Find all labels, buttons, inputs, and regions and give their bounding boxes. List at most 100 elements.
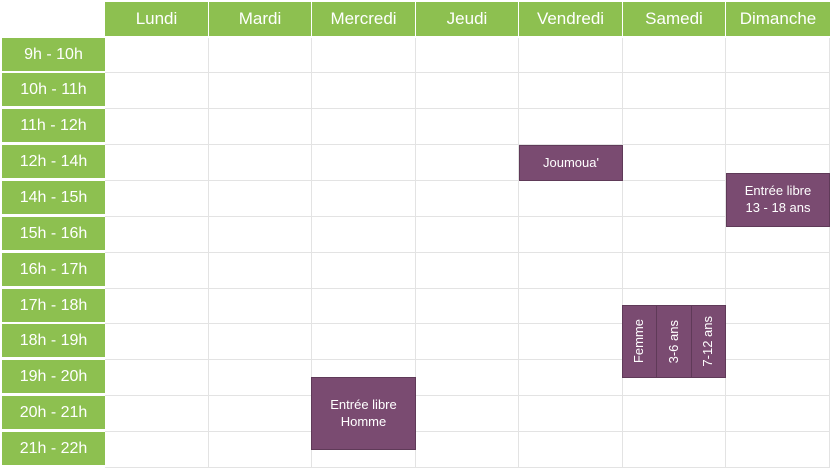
event-label: Entrée libre xyxy=(744,183,812,199)
event-sublabel: 13 - 18 ans xyxy=(745,200,811,215)
schedule-cell xyxy=(105,289,209,324)
day-header-dimanche: Dimanche xyxy=(726,2,830,36)
schedule-cell xyxy=(416,181,519,217)
schedule-cell xyxy=(312,181,416,217)
schedule-cell xyxy=(209,181,312,217)
schedule-cell xyxy=(312,217,416,253)
day-header-lundi: Lundi xyxy=(105,2,209,36)
schedule-cell xyxy=(209,324,312,360)
time-slot-label: 19h - 20h xyxy=(2,360,105,394)
schedule-cell xyxy=(416,73,519,109)
day-header-mercredi: Mercredi xyxy=(312,2,416,36)
schedule-cell xyxy=(416,38,519,73)
schedule-cell xyxy=(623,145,726,181)
schedule-cell xyxy=(726,109,830,145)
schedule-cell xyxy=(209,432,312,468)
schedule-cell xyxy=(519,73,623,109)
time-slot-label: 11h - 12h xyxy=(2,109,105,143)
day-header-samedi: Samedi xyxy=(623,2,726,36)
event-label: 7-12 ans xyxy=(700,316,716,367)
schedule-cell xyxy=(726,289,830,324)
schedule-cell xyxy=(209,109,312,145)
schedule-cell xyxy=(726,396,830,432)
event-femme[interactable]: Femme xyxy=(622,305,657,378)
schedule-cell xyxy=(416,289,519,324)
schedule-cell xyxy=(416,360,519,396)
time-slot-label: 17h - 18h xyxy=(2,289,105,323)
schedule-cell xyxy=(623,217,726,253)
time-slot-label: 10h - 11h xyxy=(2,73,105,107)
schedule-cell xyxy=(519,181,623,217)
schedule-cell xyxy=(209,253,312,289)
schedule-cell xyxy=(623,253,726,289)
schedule-cell xyxy=(416,432,519,468)
schedule-cell xyxy=(209,289,312,324)
schedule-cell xyxy=(312,324,416,360)
schedule-cell xyxy=(105,145,209,181)
schedule-cell xyxy=(209,38,312,73)
schedule-cell xyxy=(416,145,519,181)
schedule-cell xyxy=(726,324,830,360)
schedule-cell xyxy=(519,109,623,145)
schedule-cell xyxy=(623,73,726,109)
schedule-cell xyxy=(312,289,416,324)
time-slot-label: 16h - 17h xyxy=(2,253,105,287)
event-3-6-ans[interactable]: 3-6 ans xyxy=(656,305,692,378)
schedule-cell xyxy=(105,396,209,432)
schedule-cell xyxy=(105,109,209,145)
event-label: Entrée libre xyxy=(330,396,397,412)
schedule-cell xyxy=(105,360,209,396)
schedule-cell xyxy=(209,360,312,396)
schedule-cell xyxy=(416,324,519,360)
schedule-cell xyxy=(623,396,726,432)
schedule-cell xyxy=(623,38,726,73)
schedule-cell xyxy=(519,432,623,468)
time-slot-label: 12h - 14h xyxy=(2,145,105,179)
event-entree-libre-13-18[interactable]: Entrée libre 13 - 18 ans xyxy=(726,173,830,227)
time-slot-label: 21h - 22h xyxy=(2,432,105,466)
time-slot-label: 20h - 21h xyxy=(2,396,105,430)
schedule-cell xyxy=(105,324,209,360)
schedule-cell xyxy=(312,38,416,73)
event-entree-libre-homme[interactable]: Entrée libre Homme xyxy=(311,377,416,450)
schedule-cell xyxy=(312,145,416,181)
time-slot-label: 18h - 19h xyxy=(2,324,105,358)
schedule-cell xyxy=(726,360,830,396)
schedule-cell xyxy=(519,289,623,324)
day-header-jeudi: Jeudi xyxy=(416,2,519,36)
time-slot-label: 9h - 10h xyxy=(2,38,105,72)
schedule-cell xyxy=(623,109,726,145)
schedule-cell xyxy=(209,145,312,181)
schedule-cell xyxy=(623,432,726,468)
schedule-cell xyxy=(105,73,209,109)
schedule-cell xyxy=(623,360,726,396)
schedule-cell xyxy=(209,73,312,109)
schedule-cell xyxy=(105,181,209,217)
schedule-cell xyxy=(105,253,209,289)
schedule-cell xyxy=(209,217,312,253)
schedule-cell xyxy=(105,217,209,253)
event-sublabel: Homme xyxy=(340,413,387,429)
day-header-vendredi: Vendredi xyxy=(519,2,623,36)
event-joumoua[interactable]: Joumoua' xyxy=(519,145,623,181)
schedule-cell xyxy=(312,73,416,109)
schedule-cell xyxy=(105,432,209,468)
schedule-cell xyxy=(726,432,830,468)
event-7-12-ans[interactable]: 7-12 ans xyxy=(691,305,726,378)
schedule-cell xyxy=(416,109,519,145)
time-slot-label: 14h - 15h xyxy=(2,181,105,215)
schedule-cell xyxy=(519,396,623,432)
schedule-cell xyxy=(416,253,519,289)
schedule-cell xyxy=(312,109,416,145)
event-label: 3-6 ans xyxy=(665,319,681,364)
schedule-cell xyxy=(726,253,830,289)
event-label: Femme xyxy=(631,319,647,364)
schedule-cell xyxy=(416,396,519,432)
schedule-cell xyxy=(519,253,623,289)
day-header-mardi: Mardi xyxy=(209,2,312,36)
schedule-cell xyxy=(519,324,623,360)
schedule-cell xyxy=(726,73,830,109)
schedule-cell xyxy=(105,38,209,73)
schedule-cell xyxy=(209,396,312,432)
schedule-cell xyxy=(312,253,416,289)
